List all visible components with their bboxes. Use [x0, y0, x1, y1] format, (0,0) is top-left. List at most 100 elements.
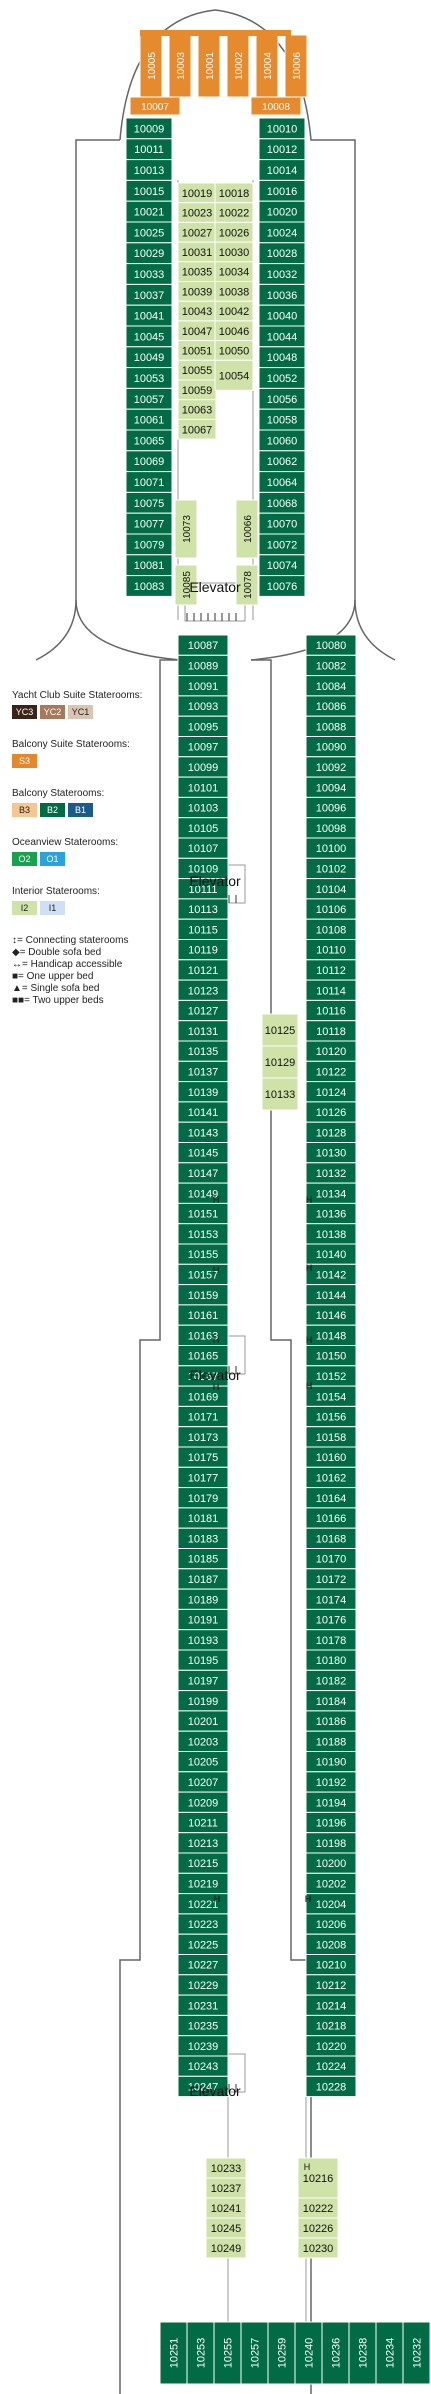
- stateroom-10139[interactable]: 10139: [177, 1081, 229, 1103]
- stateroom-10247[interactable]: 10247: [177, 2075, 229, 2098]
- stateroom-10087[interactable]: 10087: [177, 634, 229, 656]
- stateroom-10196[interactable]: 10196: [305, 1811, 357, 1834]
- stateroom-10228[interactable]: 10228: [305, 2075, 357, 2098]
- stateroom-10223[interactable]: 10223: [177, 1913, 229, 1935]
- stateroom-10212[interactable]: 10212: [305, 1974, 357, 1996]
- stateroom-10075[interactable]: 10075: [125, 491, 173, 514]
- stateroom-10125[interactable]: 10125: [261, 1013, 299, 1047]
- stateroom-10178[interactable]: 10178: [305, 1629, 357, 1651]
- stateroom-10249[interactable]: 10249: [205, 2237, 247, 2259]
- stateroom-10216[interactable]: 10216: [297, 2157, 339, 2199]
- stateroom-10150[interactable]: 10150: [305, 1345, 357, 1367]
- stateroom-10141[interactable]: 10141: [177, 1101, 229, 1123]
- stateroom-10066[interactable]: 10066: [235, 499, 259, 559]
- stateroom-10120[interactable]: 10120: [305, 1040, 357, 1062]
- stateroom-10011[interactable]: 10011: [125, 138, 173, 161]
- stateroom-10140[interactable]: 10140: [305, 1243, 357, 1265]
- stateroom-10143[interactable]: 10143: [177, 1121, 229, 1143]
- stateroom-10055[interactable]: 10055: [177, 359, 217, 381]
- stateroom-10054[interactable]: 10054: [214, 359, 254, 391]
- stateroom-10133[interactable]: 10133: [261, 1077, 299, 1111]
- stateroom-10174[interactable]: 10174: [305, 1588, 357, 1610]
- stateroom-10239[interactable]: 10239: [177, 2035, 229, 2057]
- stateroom-10057[interactable]: 10057: [125, 387, 173, 410]
- stateroom-10100[interactable]: 10100: [305, 837, 357, 859]
- stateroom-10184[interactable]: 10184: [305, 1690, 357, 1712]
- stateroom-10023[interactable]: 10023: [177, 202, 217, 223]
- stateroom-10224[interactable]: 10224: [305, 2055, 357, 2077]
- stateroom-10238[interactable]: 10238: [348, 2321, 377, 2385]
- stateroom-10003[interactable]: 10003: [168, 34, 192, 98]
- stateroom-10029[interactable]: 10029: [125, 242, 173, 265]
- stateroom-10236[interactable]: 10236: [321, 2321, 350, 2385]
- stateroom-10030[interactable]: 10030: [214, 241, 254, 263]
- stateroom-10220[interactable]: 10220: [305, 2035, 357, 2057]
- stateroom-10183[interactable]: 10183: [177, 1527, 229, 1549]
- stateroom-10021[interactable]: 10021: [125, 200, 173, 223]
- stateroom-10074[interactable]: 10074: [258, 554, 306, 577]
- stateroom-10203[interactable]: 10203: [177, 1730, 229, 1752]
- stateroom-10056[interactable]: 10056: [258, 387, 306, 410]
- stateroom-10161[interactable]: 10161: [177, 1304, 229, 1326]
- stateroom-10192[interactable]: 10192: [305, 1771, 357, 1793]
- stateroom-10255[interactable]: 10255: [213, 2321, 242, 2385]
- stateroom-10058[interactable]: 10058: [258, 408, 306, 431]
- stateroom-10135[interactable]: 10135: [177, 1040, 229, 1062]
- stateroom-10024[interactable]: 10024: [258, 221, 306, 244]
- stateroom-10038[interactable]: 10038: [214, 281, 254, 302]
- stateroom-10047[interactable]: 10047: [177, 320, 217, 342]
- stateroom-10107[interactable]: 10107: [177, 837, 229, 859]
- stateroom-10185[interactable]: 10185: [177, 1548, 229, 1570]
- stateroom-10225[interactable]: 10225: [177, 1933, 229, 1955]
- stateroom-10209[interactable]: 10209: [177, 1791, 229, 1813]
- stateroom-10253[interactable]: 10253: [186, 2321, 215, 2385]
- stateroom-10235[interactable]: 10235: [177, 2014, 229, 2037]
- stateroom-10105[interactable]: 10105: [177, 817, 229, 839]
- stateroom-10037[interactable]: 10037: [125, 283, 173, 306]
- stateroom-10040[interactable]: 10040: [258, 304, 306, 327]
- stateroom-10179[interactable]: 10179: [177, 1487, 229, 1509]
- stateroom-10094[interactable]: 10094: [305, 776, 357, 798]
- stateroom-10128[interactable]: 10128: [305, 1121, 357, 1143]
- stateroom-10050[interactable]: 10050: [214, 340, 254, 361]
- stateroom-10158[interactable]: 10158: [305, 1426, 357, 1448]
- stateroom-10227[interactable]: 10227: [177, 1954, 229, 1976]
- stateroom-10147[interactable]: 10147: [177, 1162, 229, 1184]
- stateroom-10110[interactable]: 10110: [305, 939, 357, 961]
- stateroom-10025[interactable]: 10025: [125, 221, 173, 244]
- stateroom-10027[interactable]: 10027: [177, 221, 217, 243]
- stateroom-10042[interactable]: 10042: [214, 300, 254, 322]
- stateroom-10034[interactable]: 10034: [214, 261, 254, 282]
- stateroom-10059[interactable]: 10059: [177, 379, 217, 401]
- stateroom-10129[interactable]: 10129: [261, 1045, 299, 1079]
- stateroom-10061[interactable]: 10061: [125, 408, 173, 431]
- stateroom-10215[interactable]: 10215: [177, 1852, 229, 1874]
- stateroom-10208[interactable]: 10208: [305, 1933, 357, 1955]
- stateroom-10187[interactable]: 10187: [177, 1568, 229, 1590]
- stateroom-10193[interactable]: 10193: [177, 1629, 229, 1651]
- stateroom-10031[interactable]: 10031: [177, 241, 217, 263]
- stateroom-10251[interactable]: 10251: [159, 2321, 188, 2385]
- stateroom-10124[interactable]: 10124: [305, 1081, 357, 1103]
- stateroom-10071[interactable]: 10071: [125, 471, 173, 493]
- stateroom-10080[interactable]: 10080: [305, 634, 357, 656]
- stateroom-10229[interactable]: 10229: [177, 1974, 229, 1996]
- stateroom-10090[interactable]: 10090: [305, 736, 357, 758]
- stateroom-10154[interactable]: 10154: [305, 1385, 357, 1407]
- stateroom-10175[interactable]: 10175: [177, 1446, 229, 1468]
- stateroom-10131[interactable]: 10131: [177, 1020, 229, 1042]
- stateroom-10145[interactable]: 10145: [177, 1142, 229, 1164]
- stateroom-10069[interactable]: 10069: [125, 450, 173, 473]
- stateroom-10195[interactable]: 10195: [177, 1649, 229, 1671]
- stateroom-10076[interactable]: 10076: [258, 575, 306, 597]
- stateroom-10006[interactable]: 10006: [284, 34, 308, 98]
- stateroom-10190[interactable]: 10190: [305, 1751, 357, 1773]
- stateroom-10218[interactable]: 10218: [305, 2014, 357, 2037]
- stateroom-10142[interactable]: 10142: [305, 1263, 357, 1286]
- stateroom-10016[interactable]: 10016: [258, 179, 306, 202]
- stateroom-10007[interactable]: 10007: [129, 96, 181, 116]
- stateroom-10065[interactable]: 10065: [125, 429, 173, 452]
- stateroom-10019[interactable]: 10019: [177, 182, 217, 204]
- stateroom-10002[interactable]: 10002: [226, 34, 250, 98]
- stateroom-10123[interactable]: 10123: [177, 979, 229, 1001]
